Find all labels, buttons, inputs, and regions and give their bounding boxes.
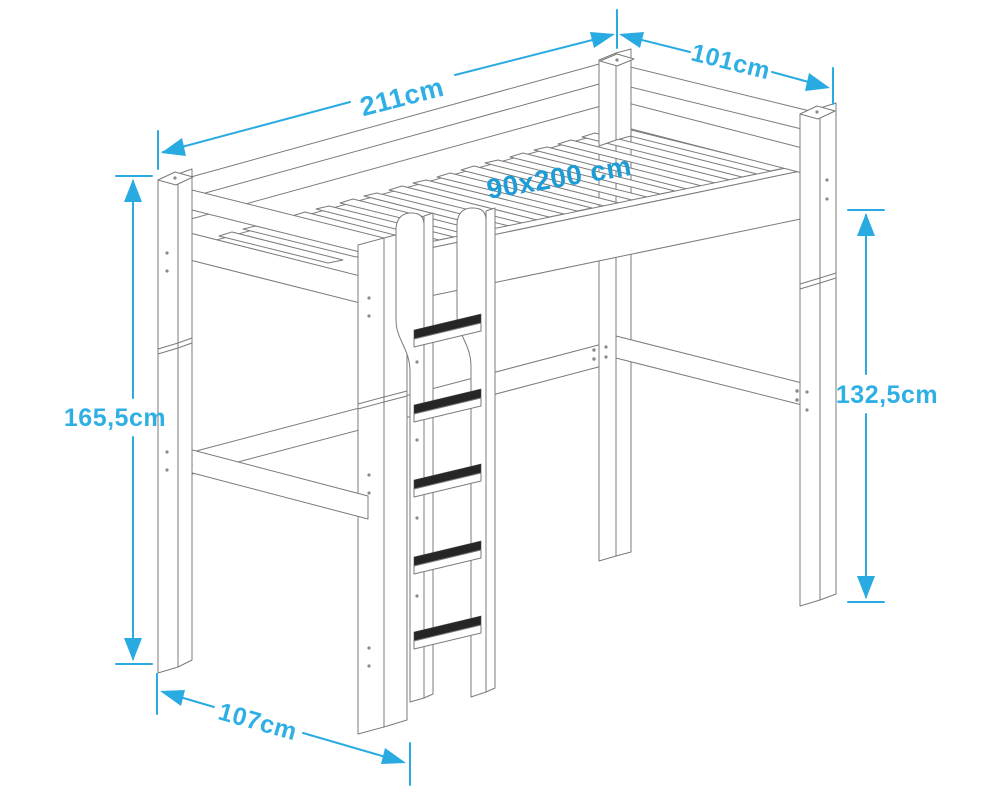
arrow-icon — [160, 690, 185, 706]
dim-label-height-right: 132,5cm — [836, 381, 938, 409]
post-back-top — [598, 48, 635, 147]
dim-label-height-left: 165,5cm — [64, 404, 166, 432]
bed-frame — [157, 48, 837, 735]
ladder — [395, 207, 496, 703]
post-right — [799, 102, 837, 607]
arrow-icon — [590, 32, 615, 48]
left-brace — [180, 446, 369, 520]
arrow-icon — [381, 748, 406, 764]
post-left — [157, 168, 194, 674]
dim-label-depth: 107cm — [215, 698, 300, 746]
mattress-slats — [194, 126, 786, 270]
dimension-132: 132,5cm — [836, 209, 938, 603]
ladder-treads — [413, 313, 482, 650]
post-front-middle — [357, 231, 408, 735]
dim-label-width: 101cm — [688, 39, 773, 86]
right-brace — [615, 335, 807, 407]
arrow-icon — [124, 638, 142, 661]
dimension-165: 165,5cm — [64, 175, 166, 665]
arrow-icon — [857, 576, 875, 599]
arrow-icon — [805, 73, 830, 91]
